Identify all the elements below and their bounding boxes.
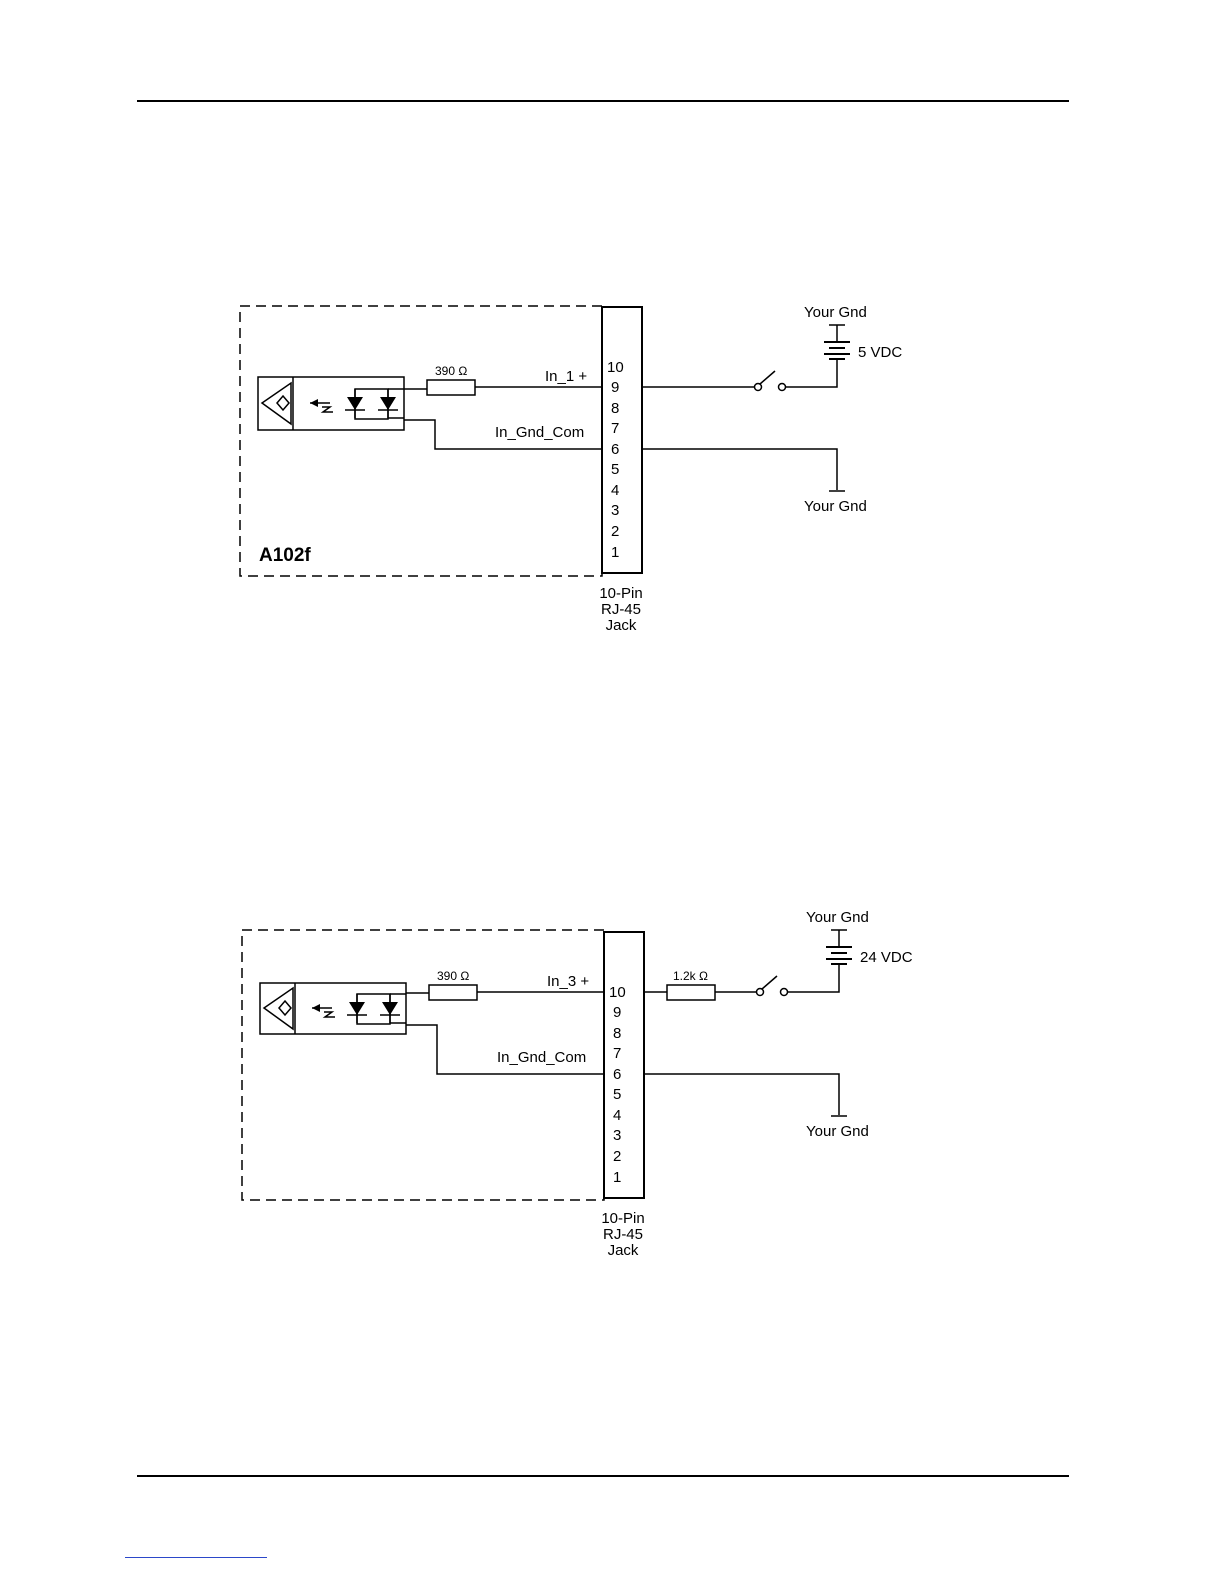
pin-label: 1 [611, 544, 619, 561]
optocoupler-icon [258, 377, 404, 430]
resistor-icon [429, 985, 477, 1000]
connector-label-line: 10-Pin [601, 1210, 644, 1227]
connector-label-line: 10-Pin [599, 585, 642, 602]
schematic-5vdc: A102f 390 Ω In_1 + In_Gnd_Com 10 9 8 7 6 [0, 290, 1224, 640]
pin-label: 5 [611, 461, 619, 478]
supply-voltage-label: 24 VDC [860, 949, 913, 966]
pin-label: 3 [613, 1127, 621, 1144]
connector-label-line: Jack [606, 617, 637, 634]
connector-label: 10-Pin RJ-45 Jack [601, 1210, 644, 1259]
connector-label-line: Jack [608, 1242, 639, 1259]
common-label: In_Gnd_Com [497, 1049, 586, 1066]
pin-label: 9 [613, 1004, 621, 1021]
pin-label: 10 [609, 984, 626, 1001]
supply-gnd-label: Your Gnd [804, 304, 867, 321]
battery-icon [826, 930, 852, 964]
pin-label: 6 [611, 441, 619, 458]
pin-numbers: 10 9 8 7 6 5 4 3 2 1 [607, 359, 624, 561]
pin-label: 2 [613, 1148, 621, 1165]
external-resistor-icon [667, 985, 715, 1000]
pin-label: 8 [611, 400, 619, 417]
connector-label-line: RJ-45 [601, 601, 641, 618]
footer-rule [137, 1475, 1069, 1477]
pin-numbers: 10 9 8 7 6 5 4 3 2 1 [609, 984, 626, 1186]
footer-link-underline[interactable] [125, 1557, 267, 1558]
pin-label: 6 [613, 1066, 621, 1083]
signal-label: In_3 + [547, 973, 589, 990]
return-gnd-label: Your Gnd [804, 498, 867, 515]
return-gnd-label: Your Gnd [806, 1123, 869, 1140]
module-boundary [240, 306, 602, 576]
pin-label: 10 [607, 359, 624, 376]
pin-label: 4 [613, 1107, 621, 1124]
pin-label: 5 [613, 1086, 621, 1103]
optocoupler-icon [260, 983, 406, 1034]
supply-voltage-label: 5 VDC [858, 344, 902, 361]
connector-label: 10-Pin RJ-45 Jack [599, 585, 642, 634]
pin-label: 9 [611, 379, 619, 396]
pin-label: 7 [611, 420, 619, 437]
resistor-icon [427, 380, 475, 395]
connector-block [604, 932, 644, 1198]
battery-icon [824, 325, 850, 359]
external-resistor-label: 1.2k Ω [673, 969, 708, 983]
pin-label: 4 [611, 482, 619, 499]
pin-label: 2 [611, 523, 619, 540]
pin-label: 7 [613, 1045, 621, 1062]
signal-label: In_1 + [545, 368, 587, 385]
schematic-24vdc: 390 Ω In_3 + In_Gnd_Com 10 9 8 7 6 5 4 3… [0, 900, 1224, 1265]
connector-label-line: RJ-45 [603, 1226, 643, 1243]
switch-icon [755, 371, 786, 391]
supply-gnd-label: Your Gnd [806, 909, 869, 926]
resistor-label: 390 Ω [437, 969, 469, 983]
connector-block [602, 307, 642, 573]
switch-icon [757, 976, 788, 996]
pin-label: 3 [611, 502, 619, 519]
resistor-label: 390 Ω [435, 364, 467, 378]
header-rule [137, 100, 1069, 102]
pin-label: 1 [613, 1169, 621, 1186]
module-label: A102f [259, 545, 311, 566]
common-label: In_Gnd_Com [495, 424, 584, 441]
pin-label: 8 [613, 1025, 621, 1042]
